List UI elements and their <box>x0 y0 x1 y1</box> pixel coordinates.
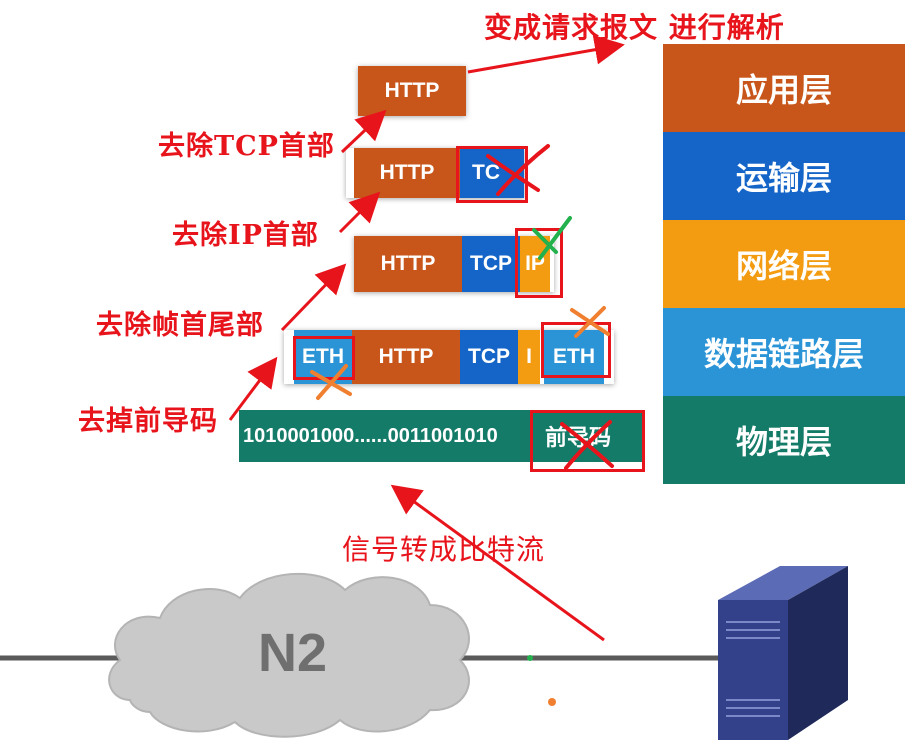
step-remove-frame: 去除帧首尾部 <box>96 310 264 341</box>
diagram-title: 变成请求报文 进行解析 <box>484 11 785 44</box>
segment-eth-header: ETH <box>294 330 352 384</box>
cross-preamble-mark <box>560 420 614 470</box>
highlight-tcp <box>456 146 528 203</box>
step-remove-preamble: 去掉前导码 <box>78 406 218 437</box>
segment-http: HTTP <box>358 66 466 116</box>
segment-tcp: TCP <box>462 236 520 292</box>
segment-http: HTTP <box>352 330 460 384</box>
step-remove-ip: 去除IP首部 <box>172 220 319 251</box>
segment-http: HTTP <box>354 148 460 198</box>
highlight-eth-trailer <box>541 322 611 378</box>
arrow-remove-preamble <box>228 356 278 421</box>
layer-datalink: 数据链路层 <box>663 308 905 396</box>
arrow-to-title <box>467 34 625 74</box>
step-remove-tcp: 去除TCP首部 <box>158 131 335 162</box>
step-signal-to-bits: 信号转成比特流 <box>342 533 546 566</box>
segment-tcp: TCP <box>460 330 518 384</box>
packet-http-tcp-ip: HTTP TCP IP <box>354 236 554 292</box>
arrow-signal <box>390 484 605 642</box>
arrow-remove-frame <box>280 263 347 332</box>
cross-eth-header-mark <box>310 364 352 400</box>
cross-tcp-mark <box>486 144 550 196</box>
layer-network: 网络层 <box>663 220 905 308</box>
packet-frame: ETH HTTP TCP I ETH <box>284 330 614 384</box>
orange-dot <box>548 698 556 706</box>
highlight-ip <box>515 228 563 298</box>
segment-http: HTTP <box>354 236 462 292</box>
packet-http: HTTP <box>358 66 466 116</box>
cloud-label: N2 <box>258 623 328 683</box>
segment-ip: IP <box>520 236 550 292</box>
server-icon <box>718 566 848 740</box>
layer-application: 应用层 <box>663 44 905 132</box>
segment-ip: I <box>518 330 540 384</box>
arrow-remove-tcp <box>340 109 387 154</box>
layer-physical: 物理层 <box>663 396 905 484</box>
check-ip-mark <box>532 216 572 260</box>
highlight-preamble <box>530 410 645 472</box>
arrow-remove-ip <box>338 191 381 234</box>
green-dot <box>527 655 533 661</box>
cloud-icon <box>108 572 470 738</box>
layer-transport: 运输层 <box>663 132 905 220</box>
packet-http-tcp: HTTP TC <box>346 148 524 198</box>
bitstream-bits: 1010001000......0011001010 <box>243 424 498 447</box>
cross-eth-trailer-mark <box>570 306 610 338</box>
